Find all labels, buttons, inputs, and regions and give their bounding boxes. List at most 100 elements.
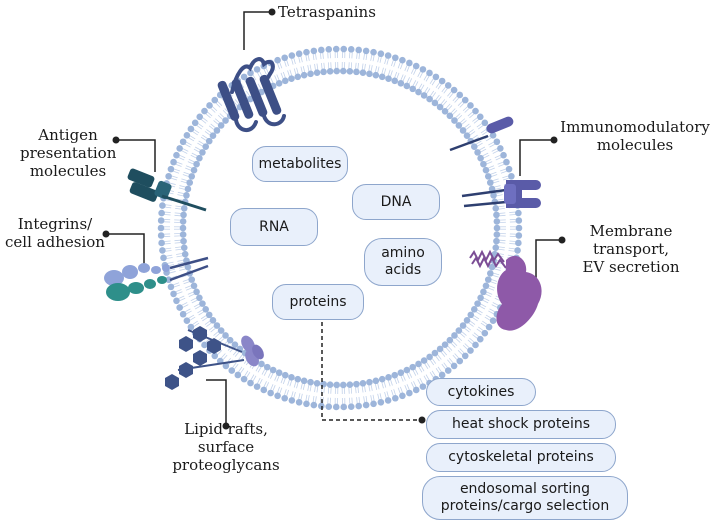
lipid-tail: [417, 71, 421, 77]
lipid-head: [467, 311, 475, 319]
lipid-tail: [179, 268, 186, 271]
lipid-head: [391, 77, 399, 85]
lipid-tail: [387, 69, 391, 76]
lipid-tail: [175, 163, 182, 167]
lipid-head: [493, 218, 501, 225]
lipid-head: [484, 276, 492, 283]
lipid-tail: [467, 339, 473, 345]
lipid-tail: [164, 214, 171, 216]
lipid-tail: [177, 191, 184, 194]
lipid-tail: [240, 368, 245, 374]
lipid-tail: [355, 62, 357, 69]
lipid-tail: [289, 69, 293, 76]
lipid-tail: [280, 377, 284, 384]
lipid-head: [346, 381, 354, 388]
lipid-tail: [402, 75, 406, 82]
lipid-head: [340, 403, 348, 411]
lipid-tail: [384, 58, 387, 65]
lipid-tail: [312, 395, 315, 402]
lipid-head: [180, 237, 187, 245]
lipid-tail: [429, 371, 434, 378]
lipid-tail: [492, 302, 499, 306]
lipid-tail: [498, 207, 505, 210]
lipid-tail: [185, 285, 191, 289]
lipid-tail: [408, 78, 413, 84]
lipid-head: [377, 50, 385, 58]
lipid-tail: [178, 266, 185, 269]
lipid-head: [461, 96, 469, 104]
lipid-tail: [457, 114, 463, 120]
lipid-head: [451, 332, 458, 339]
lipid-tail: [309, 64, 312, 71]
cargo-metabolites: metabolites: [252, 146, 348, 182]
lipid-tail: [379, 393, 382, 400]
lipid-head: [514, 247, 521, 254]
lipid-tail: [485, 137, 492, 142]
lipid-tail: [377, 56, 380, 63]
lipid-tail: [263, 370, 268, 376]
lipid-head: [415, 360, 422, 368]
lipid-head: [158, 239, 165, 247]
lipid-tail: [426, 88, 431, 94]
lipid-tail: [468, 322, 474, 327]
lipid-tail: [197, 309, 203, 314]
pill-line: endosomal sorting: [459, 481, 591, 497]
lipid-tail: [406, 373, 410, 379]
lipid-tail: [302, 66, 306, 73]
lipid-head: [406, 389, 413, 397]
lipid-head: [196, 154, 203, 162]
pill-line: heat shock proteins: [451, 416, 591, 432]
lipid-tail: [257, 72, 261, 79]
lipid-tail: [321, 62, 323, 70]
lipid-head: [366, 70, 373, 78]
lipid-tail: [509, 243, 516, 245]
lipid-tail: [499, 214, 506, 217]
lipid-head: [444, 367, 452, 374]
lipid-head: [420, 357, 428, 364]
lipid-tail: [374, 383, 378, 390]
lipid-head: [339, 67, 347, 75]
label-line: transport,: [592, 240, 670, 258]
lipid-head: [500, 151, 507, 159]
lipid-tail: [443, 362, 448, 368]
lipid-head: [183, 192, 190, 199]
lipid-tail: [447, 345, 453, 351]
lipid-tail: [323, 387, 325, 394]
lipid-tail: [381, 67, 384, 74]
lipid-tail: [175, 207, 182, 210]
lipid-tail: [270, 373, 274, 379]
lipid-head: [489, 131, 497, 139]
lipid-tail: [507, 254, 514, 257]
lipid-head: [419, 383, 427, 390]
lipid-tail: [166, 199, 173, 202]
lipid-head: [497, 145, 504, 152]
lipid-head: [310, 401, 318, 409]
lipid-tail: [234, 351, 240, 357]
lipid-head: [260, 386, 268, 394]
lipid-tail: [183, 171, 190, 175]
lipid-head: [455, 327, 463, 334]
lipid-tail: [217, 114, 223, 120]
lipid-tail: [496, 191, 503, 194]
lipid-tail: [402, 374, 406, 381]
lipid-head: [157, 217, 165, 224]
lipid-tail: [184, 308, 191, 313]
lipid-tail: [397, 62, 401, 69]
lipid-tail: [215, 102, 221, 108]
lipid-tail: [193, 148, 200, 153]
lipid-tail: [202, 117, 208, 122]
lipid-head: [167, 283, 175, 291]
lipid-tail: [393, 60, 396, 67]
lipid-tail: [485, 314, 492, 319]
lipid-tail: [494, 154, 501, 159]
lipid-tail: [202, 134, 208, 139]
label-tetraspanins: Tetraspanins: [278, 3, 376, 21]
lipid-tail: [445, 347, 451, 353]
lipid-tail: [370, 384, 373, 391]
lipid-tail: [460, 118, 466, 123]
lipid-head: [476, 113, 484, 121]
lipid-tail: [408, 372, 413, 378]
lipid-tail: [493, 180, 500, 184]
lipid-head: [493, 224, 501, 232]
lipid-tail: [287, 379, 290, 386]
